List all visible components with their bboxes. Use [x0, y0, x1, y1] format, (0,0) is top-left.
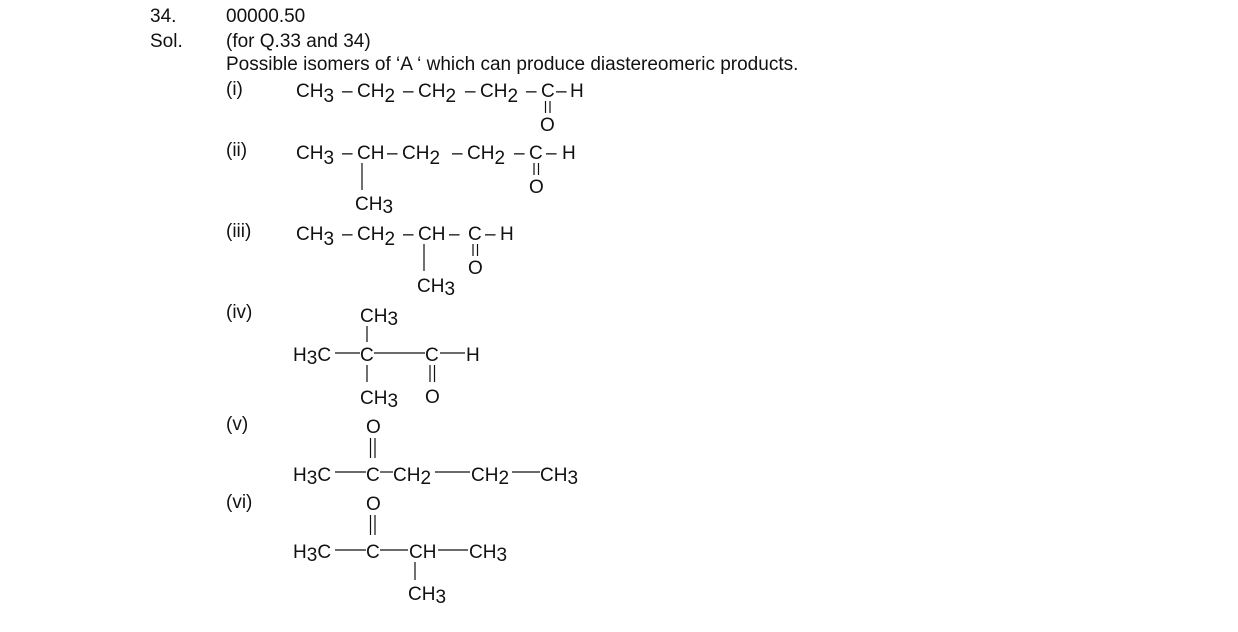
svg-text:CH2: CH2	[467, 143, 505, 169]
svg-text:–: –	[452, 143, 463, 164]
structure-ii: CH3 – CH – CH2 – CH2 – C – H CH3 O	[296, 143, 576, 218]
isomer-label-ii: (ii)	[226, 140, 248, 161]
isomer-label-vi: (vi)	[226, 492, 253, 513]
svg-text:–: –	[514, 143, 525, 164]
structure-iv: CH3 H3C C C H CH3 O	[293, 306, 480, 412]
svg-text:O: O	[468, 258, 483, 279]
structure-v: O H3C C CH2 CH2 CH3	[293, 417, 578, 489]
svg-text:C: C	[360, 345, 374, 366]
svg-text:C: C	[425, 345, 439, 366]
svg-text:H: H	[562, 143, 576, 164]
svg-text:CH: CH	[357, 143, 384, 164]
svg-text:C: C	[529, 143, 543, 164]
svg-text:H: H	[570, 81, 584, 102]
svg-text:CH3: CH3	[355, 194, 393, 218]
svg-text:CH3: CH3	[469, 542, 507, 566]
svg-text:H3C: H3C	[293, 542, 331, 566]
svg-text:–: –	[485, 224, 496, 245]
sol-note: (for Q.33 and 34)	[226, 31, 371, 52]
svg-text:–: –	[465, 81, 476, 102]
intro-text: Possible isomers of ‘A ‘ which can produ…	[226, 54, 799, 75]
isomer-label-iii: (iii)	[226, 221, 252, 242]
svg-text:H3C: H3C	[293, 345, 331, 369]
svg-text:CH: CH	[409, 542, 436, 563]
structure-i: CH3 – CH2 – CH2 – CH2 – C – H O	[296, 81, 584, 136]
svg-text:CH3: CH3	[296, 143, 334, 169]
svg-text:O: O	[540, 115, 555, 136]
svg-text:H3C: H3C	[293, 465, 331, 489]
svg-text:C: C	[541, 81, 555, 102]
svg-text:–: –	[342, 224, 353, 245]
svg-text:O: O	[366, 417, 381, 438]
svg-text:–: –	[556, 81, 567, 102]
svg-text:H: H	[466, 345, 480, 366]
svg-text:–: –	[526, 81, 537, 102]
svg-text:–: –	[403, 81, 414, 102]
svg-text:CH2: CH2	[357, 224, 395, 250]
svg-text:CH3: CH3	[296, 224, 334, 250]
structure-vi: O H3C C CH CH3 CH3	[293, 494, 507, 608]
svg-text:CH3: CH3	[360, 306, 398, 330]
svg-text:CH2: CH2	[480, 81, 518, 107]
svg-text:O: O	[366, 494, 381, 515]
svg-text:CH2: CH2	[393, 465, 431, 489]
svg-text:H: H	[500, 224, 514, 245]
svg-text:CH2: CH2	[357, 81, 395, 107]
svg-text:CH2: CH2	[471, 465, 509, 489]
svg-text:CH2: CH2	[402, 143, 440, 169]
svg-text:–: –	[403, 224, 414, 245]
svg-text:C: C	[366, 465, 380, 486]
svg-text:–: –	[387, 143, 398, 164]
svg-text:CH3: CH3	[296, 81, 334, 107]
structure-iii: CH3 – CH2 – CH – C – H CH3 O	[296, 224, 514, 300]
svg-text:–: –	[546, 143, 557, 164]
svg-text:CH3: CH3	[417, 276, 455, 300]
svg-text:C: C	[468, 224, 482, 245]
svg-text:CH3: CH3	[540, 465, 578, 489]
svg-text:–: –	[449, 224, 460, 245]
svg-text:O: O	[425, 387, 440, 408]
isomer-label-v: (v)	[226, 414, 249, 435]
question-number: 34.	[150, 6, 177, 27]
svg-text:–: –	[342, 143, 353, 164]
answer-value: 00000.50	[226, 6, 306, 27]
svg-text:O: O	[529, 177, 544, 198]
svg-text:CH: CH	[418, 224, 445, 245]
sol-label: Sol.	[150, 31, 183, 52]
svg-text:–: –	[342, 81, 353, 102]
isomer-label-i: (i)	[226, 79, 243, 100]
svg-text:CH2: CH2	[418, 81, 456, 107]
svg-text:CH3: CH3	[360, 388, 398, 412]
svg-text:C: C	[366, 542, 380, 563]
svg-text:CH3: CH3	[408, 584, 446, 608]
isomer-label-iv: (iv)	[226, 302, 253, 323]
